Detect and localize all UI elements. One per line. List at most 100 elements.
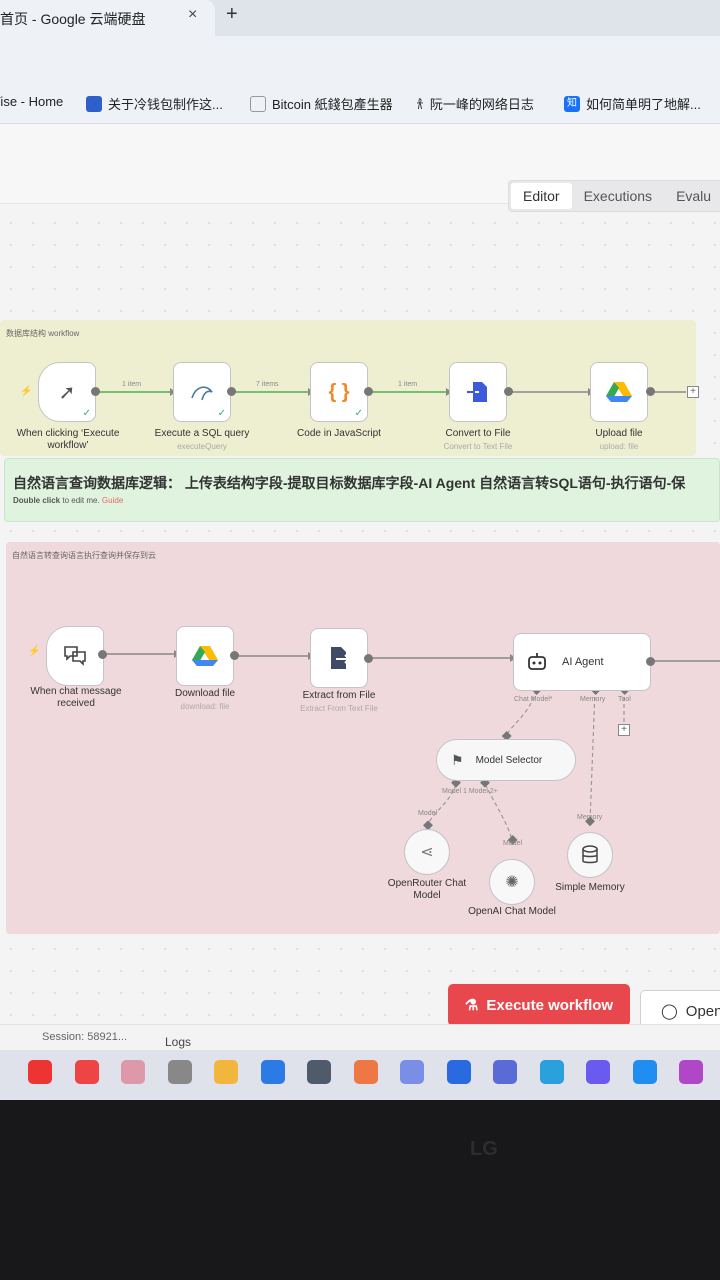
sticky-title: 自然语言查询数据库逻辑： 上传表结构字段-提取目标数据库字段-AI Agent … bbox=[13, 475, 686, 491]
node-openrouter-model[interactable]: ⋖ bbox=[404, 829, 450, 875]
node-label: OpenAI Chat Model bbox=[468, 906, 556, 917]
search-icon[interactable] bbox=[353, 1060, 378, 1084]
node-subtitle: download: file bbox=[180, 702, 230, 711]
node-label: When clicking ‘Execute workflow’ bbox=[16, 428, 120, 451]
sticky-note-logic[interactable]: 自然语言查询数据库逻辑： 上传表结构字段-提取目标数据库字段-AI Agent … bbox=[4, 458, 720, 522]
app-yellow-icon[interactable] bbox=[121, 1060, 145, 1084]
edge-label: 1 item bbox=[122, 381, 142, 388]
node-manual-trigger[interactable]: ➚ ✓ bbox=[38, 362, 96, 422]
workflow-canvas[interactable]: Editor Executions Evalu 数据库结构 workflow 自… bbox=[0, 124, 720, 1080]
robot-icon bbox=[528, 653, 546, 670]
ai-icon[interactable] bbox=[586, 1060, 610, 1084]
node-simple-memory[interactable] bbox=[567, 832, 613, 878]
node-code-javascript[interactable]: { } ✓ bbox=[310, 362, 368, 422]
app-cat-icon[interactable] bbox=[167, 1060, 192, 1084]
port-label: Model bbox=[418, 810, 438, 817]
tab-executions[interactable]: Executions bbox=[583, 188, 653, 204]
node-upload-file[interactable] bbox=[590, 362, 648, 422]
tab-editor[interactable]: Editor bbox=[511, 183, 572, 209]
app-gradient-icon[interactable] bbox=[679, 1060, 703, 1084]
bookmark-item[interactable]: Bitcoin 紙錢包產生器 bbox=[250, 94, 393, 113]
photos-icon[interactable] bbox=[400, 1060, 424, 1084]
close-icon[interactable]: × bbox=[188, 6, 198, 23]
bookmark-icon bbox=[86, 95, 102, 112]
output-port[interactable] bbox=[364, 654, 373, 663]
node-label: Upload file bbox=[595, 428, 643, 439]
node-download-file[interactable] bbox=[176, 626, 234, 686]
port-label: Memory bbox=[577, 814, 603, 821]
add-node-icon[interactable]: + bbox=[687, 386, 699, 398]
port bbox=[585, 816, 595, 827]
node-label: Extract from File bbox=[302, 690, 376, 701]
google-drive-icon bbox=[606, 382, 632, 402]
browser-tabstrip: 首页 - Google 云端硬盘 × + bbox=[0, 0, 720, 36]
google-drive-icon bbox=[192, 646, 218, 666]
new-tab-icon[interactable]: + bbox=[226, 3, 238, 25]
trigger-bolt-icon: ⚡ bbox=[20, 386, 33, 397]
node-model-selector[interactable]: ⚑ Model Selector bbox=[436, 739, 576, 781]
browser-icon[interactable] bbox=[446, 1060, 471, 1084]
monitor-bezel: LG bbox=[0, 1100, 720, 1280]
tab-evaluations[interactable]: Evalu bbox=[676, 188, 712, 204]
add-tool-icon[interactable]: + bbox=[618, 724, 630, 736]
edge-label: 7 items bbox=[256, 381, 279, 388]
trigger-bolt-icon: ⚡ bbox=[28, 646, 41, 657]
bookmark-item[interactable]: 关于冷钱包制作这... bbox=[86, 94, 223, 113]
cursor-icon: ➚ bbox=[58, 381, 76, 404]
output-port[interactable] bbox=[91, 387, 100, 396]
port-label: Tool bbox=[618, 696, 631, 703]
sticky-label: 自然语言转查询语言执行查询并保存到云 bbox=[12, 551, 156, 560]
chrome-icon[interactable] bbox=[632, 1060, 657, 1084]
vscode-icon[interactable] bbox=[260, 1060, 285, 1084]
node-openai-model[interactable]: ✺ bbox=[489, 859, 535, 905]
sticky-hint: Double click to edit me. Guide bbox=[13, 496, 124, 505]
execute-workflow-button[interactable]: ⚗ Execute workflow bbox=[448, 984, 630, 1026]
output-port[interactable] bbox=[504, 387, 513, 396]
screen: 首页 - Google 云端硬盘 × + Vise - Home 关于冷钱包制作… bbox=[0, 0, 720, 1080]
node-label: AI Agent bbox=[562, 656, 604, 668]
address-bar-area bbox=[0, 36, 720, 84]
node-label: When chat message received bbox=[30, 686, 122, 709]
taskbar bbox=[0, 1050, 720, 1100]
bookmarks-bar: Vise - Home 关于冷钱包制作这... Bitcoin 紙錢包產生器 𐀪… bbox=[0, 84, 720, 124]
node-chat-trigger[interactable] bbox=[46, 626, 104, 686]
port-label: Model bbox=[503, 840, 523, 847]
node-label: Convert to File bbox=[445, 428, 511, 439]
file-convert-icon bbox=[467, 382, 487, 402]
app-red-icon[interactable] bbox=[74, 1060, 99, 1084]
node-ai-agent[interactable]: AI Agent bbox=[513, 633, 651, 691]
file-explorer-icon[interactable] bbox=[214, 1060, 238, 1084]
logs-tab[interactable]: Logs bbox=[165, 1035, 192, 1049]
save-icon[interactable] bbox=[307, 1060, 331, 1084]
bookmark-icon: 𐀪 bbox=[416, 96, 424, 112]
output-port[interactable] bbox=[98, 650, 107, 659]
wire bbox=[484, 783, 513, 841]
node-convert-to-file[interactable] bbox=[449, 362, 507, 422]
wps-icon[interactable] bbox=[28, 1060, 52, 1084]
output-port[interactable] bbox=[646, 387, 655, 396]
telegram-icon[interactable] bbox=[539, 1060, 564, 1084]
node-execute-sql[interactable]: ✓ bbox=[173, 362, 231, 422]
output-port[interactable] bbox=[227, 387, 236, 396]
node-extract-from-file[interactable] bbox=[310, 628, 368, 688]
output-port[interactable] bbox=[364, 387, 373, 396]
code-braces-icon: { } bbox=[328, 380, 350, 403]
tab-title: 首页 - Google 云端硬盘 bbox=[0, 11, 146, 27]
node-label: OpenRouter Chat Model bbox=[387, 878, 467, 901]
port-label: Chat Model* bbox=[514, 696, 553, 703]
notes-icon[interactable] bbox=[493, 1060, 517, 1084]
port-label: Memory bbox=[580, 696, 606, 703]
bookmark-icon bbox=[250, 95, 266, 112]
browser-tab[interactable]: 首页 - Google 云端硬盘 × bbox=[0, 0, 215, 36]
file-extract-icon bbox=[331, 647, 351, 669]
output-port[interactable] bbox=[230, 651, 239, 660]
port bbox=[501, 731, 512, 741]
zhihu-icon: 知 bbox=[564, 95, 580, 112]
output-port[interactable] bbox=[646, 657, 655, 666]
node-subtitle: Convert to Text File bbox=[443, 442, 513, 451]
bookmark-item[interactable]: Vise - Home bbox=[0, 94, 64, 109]
wire bbox=[589, 689, 596, 823]
app-header bbox=[0, 124, 720, 204]
bookmark-item[interactable]: 知如何简单明了地解... bbox=[564, 94, 701, 113]
